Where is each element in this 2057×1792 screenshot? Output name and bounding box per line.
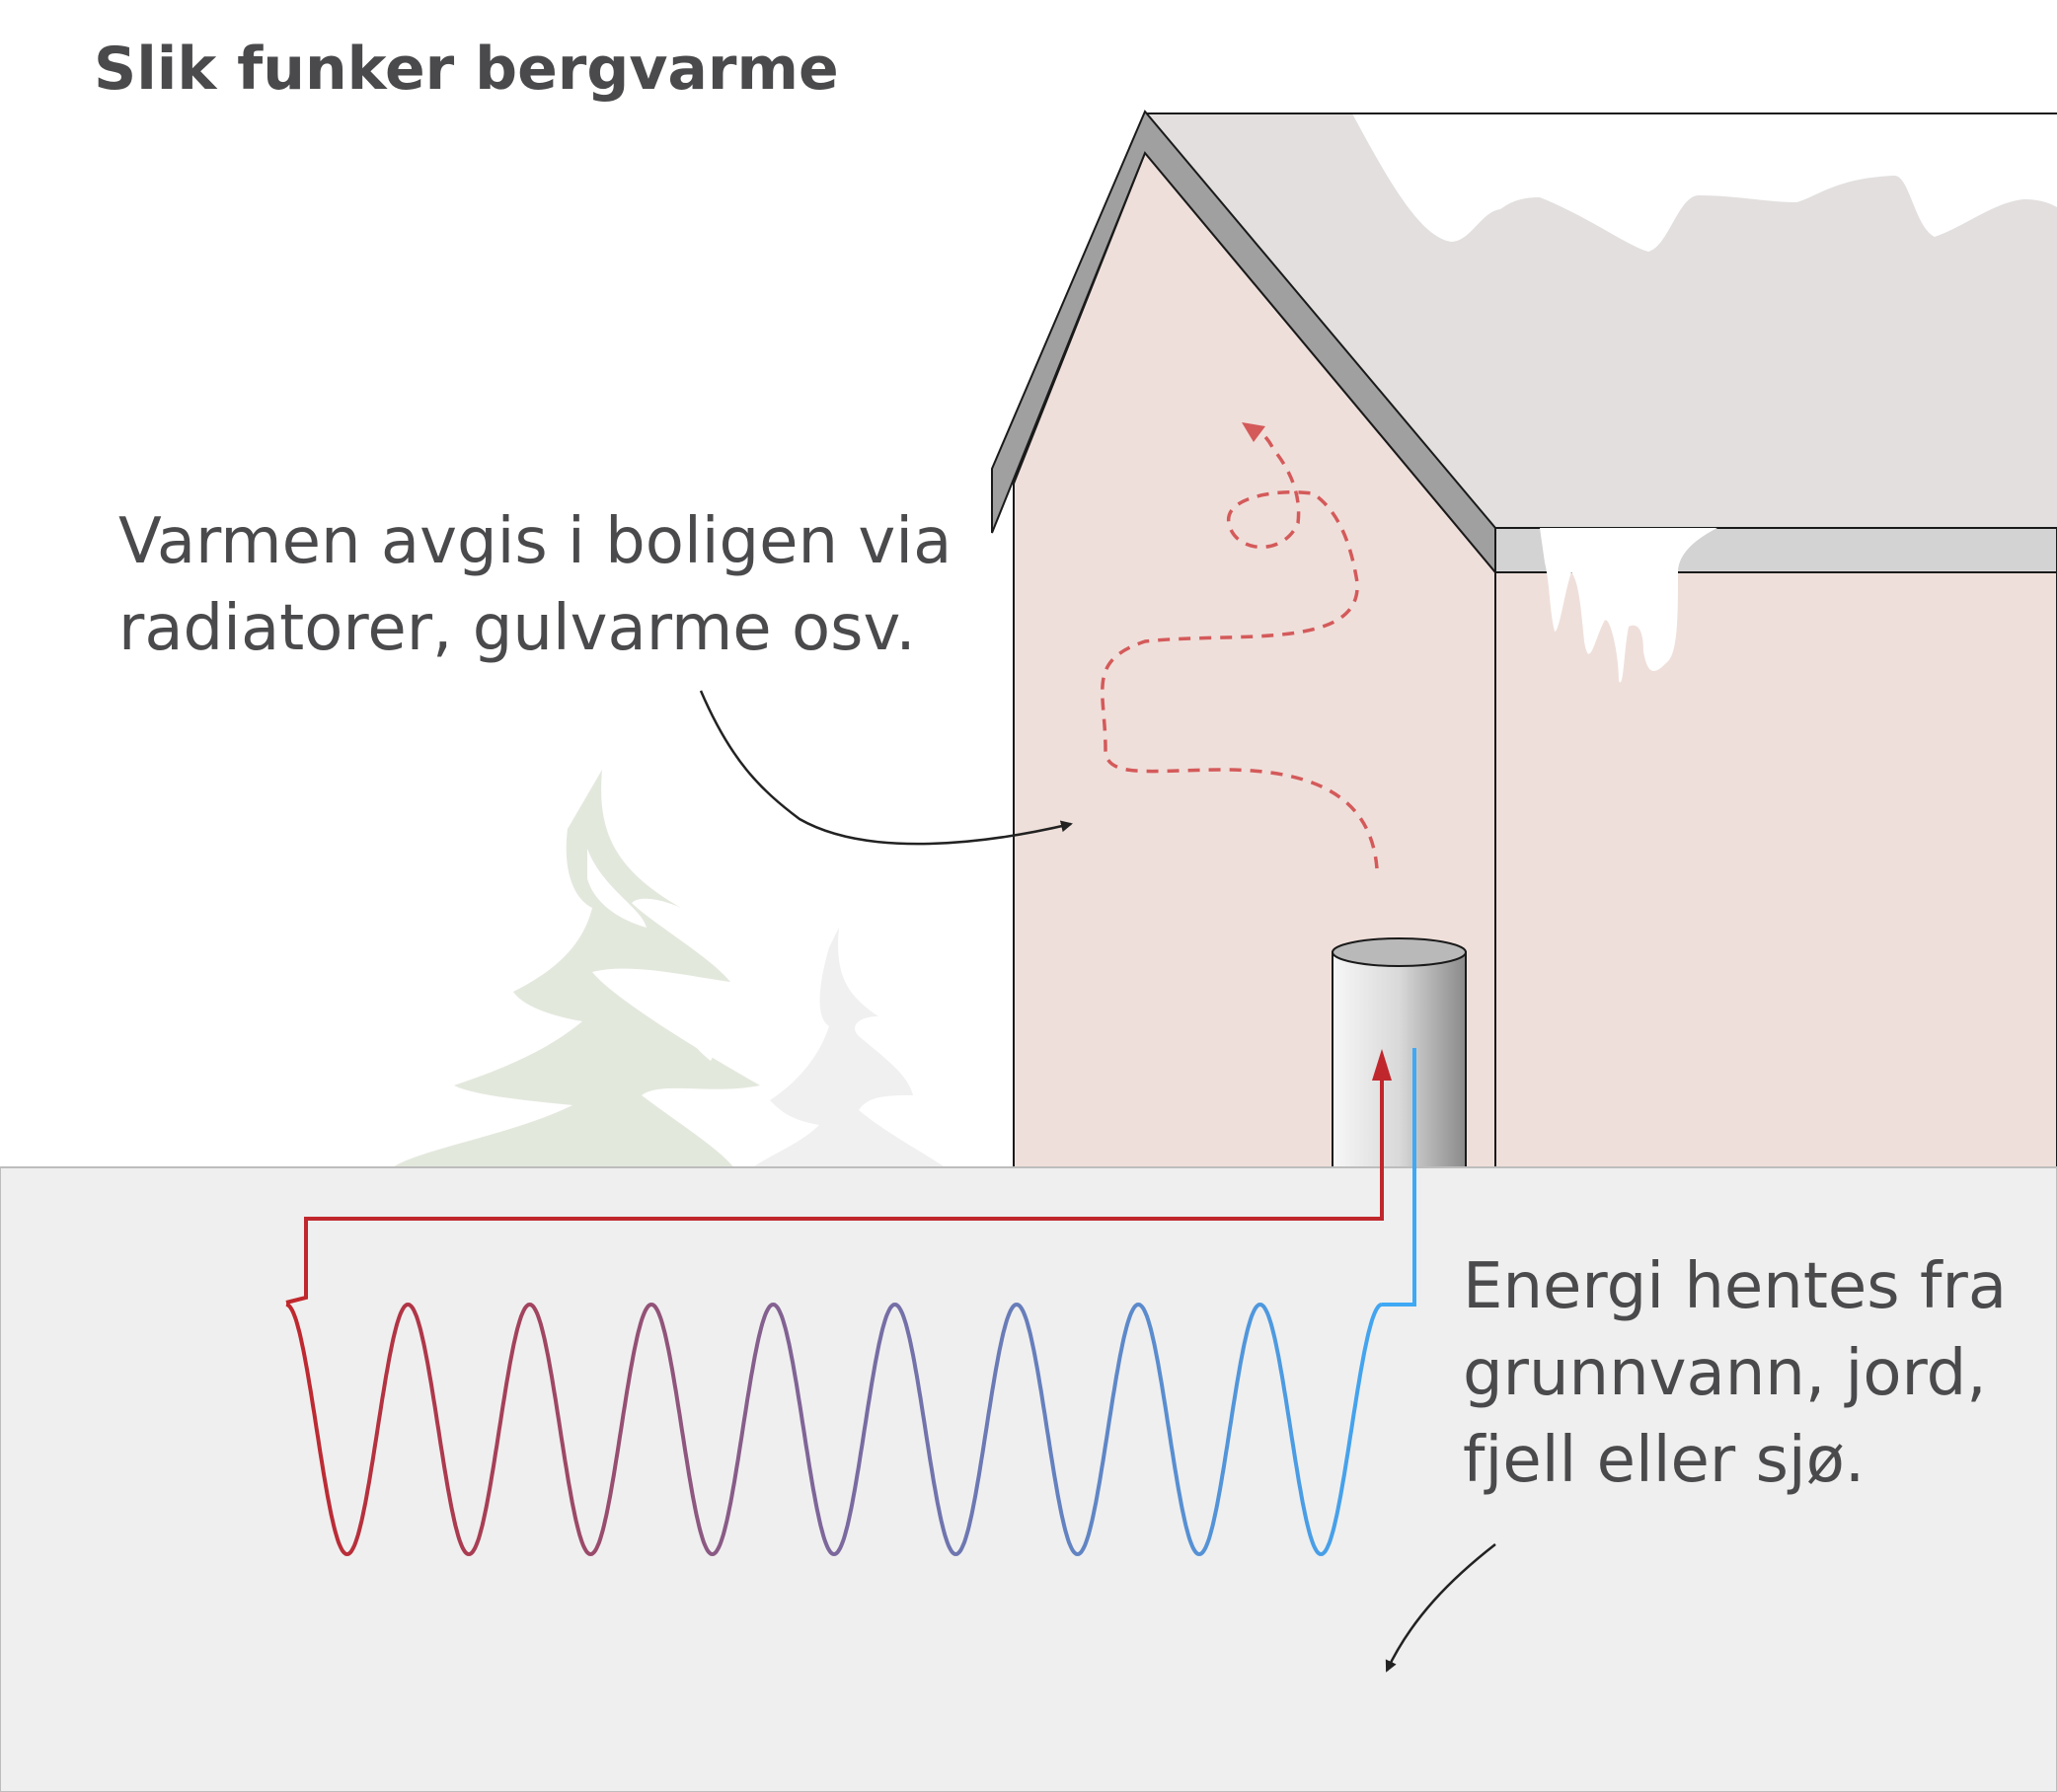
pipe-cold <box>1382 1048 1416 1307</box>
tree-small <box>750 928 948 1169</box>
house-wing <box>1145 112 2057 1170</box>
pipe-hot <box>285 1049 1392 1305</box>
ground-collector-coil <box>285 1302 1383 1557</box>
ground-energy-label: Energi hentes fra grunnvann, jord, fjell… <box>1463 1250 2008 1497</box>
diagram-title: Slik funker bergvarme <box>94 35 839 104</box>
house-gable <box>991 110 1496 1170</box>
tree-large <box>390 770 760 1169</box>
ground-label-arrow <box>1385 1543 1496 1673</box>
ground <box>0 1166 2057 1792</box>
house-heat-label: Varmen avgis i boligen via radiatorer, g… <box>118 505 952 665</box>
heat-flow-path <box>1101 422 1379 869</box>
heat-pump-unit <box>1332 937 1467 1170</box>
house-label-arrow <box>699 690 1073 846</box>
